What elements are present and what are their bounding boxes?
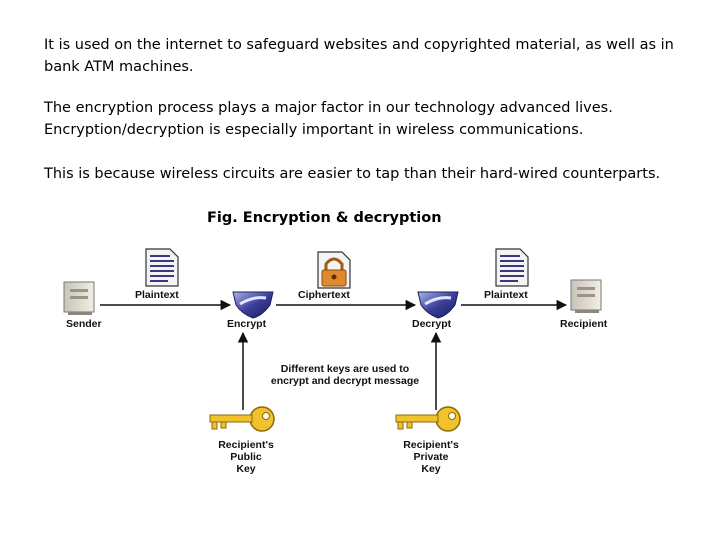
ciphertext-lock-icon bbox=[317, 251, 351, 289]
plaintext-document-icon bbox=[495, 248, 529, 287]
keys-note-line1: Different keys are used to bbox=[281, 363, 409, 375]
sender-computer-icon bbox=[63, 281, 95, 315]
private-key-label-line1: Recipient's bbox=[403, 439, 459, 451]
private-key-label-line2: Private bbox=[413, 451, 448, 463]
plaintext-document-icon bbox=[145, 248, 179, 287]
figure-caption: Fig. Encryption & decryption bbox=[207, 210, 442, 226]
paragraph-usage: It is used on the internet to safeguard … bbox=[44, 37, 674, 75]
plaintext-right-label: Plaintext bbox=[484, 289, 528, 301]
public-key-icon bbox=[209, 406, 275, 432]
plaintext-left-label: Plaintext bbox=[135, 289, 179, 301]
sender-label: Sender bbox=[66, 318, 102, 330]
encrypt-shield-icon bbox=[232, 291, 274, 319]
encrypt-label: Encrypt bbox=[227, 318, 267, 330]
decrypt-label: Decrypt bbox=[412, 318, 452, 330]
ciphertext-label: Ciphertext bbox=[298, 289, 350, 301]
decrypt-shield-icon bbox=[417, 291, 459, 319]
paragraph-wireless: This is because wireless circuits are ea… bbox=[44, 166, 661, 182]
public-key-label-line3: Key bbox=[236, 463, 255, 475]
public-key-label-line1: Recipient's bbox=[218, 439, 274, 451]
paragraph-importance: The encryption process plays a major fac… bbox=[44, 100, 613, 138]
recipient-computer-icon bbox=[570, 279, 602, 313]
private-key-icon bbox=[395, 406, 461, 432]
keys-note-line2: encrypt and decrypt message bbox=[271, 375, 419, 387]
recipient-label: Recipient bbox=[560, 318, 608, 330]
public-key-label-line2: Public bbox=[230, 451, 262, 463]
private-key-label-line3: Key bbox=[421, 463, 440, 475]
